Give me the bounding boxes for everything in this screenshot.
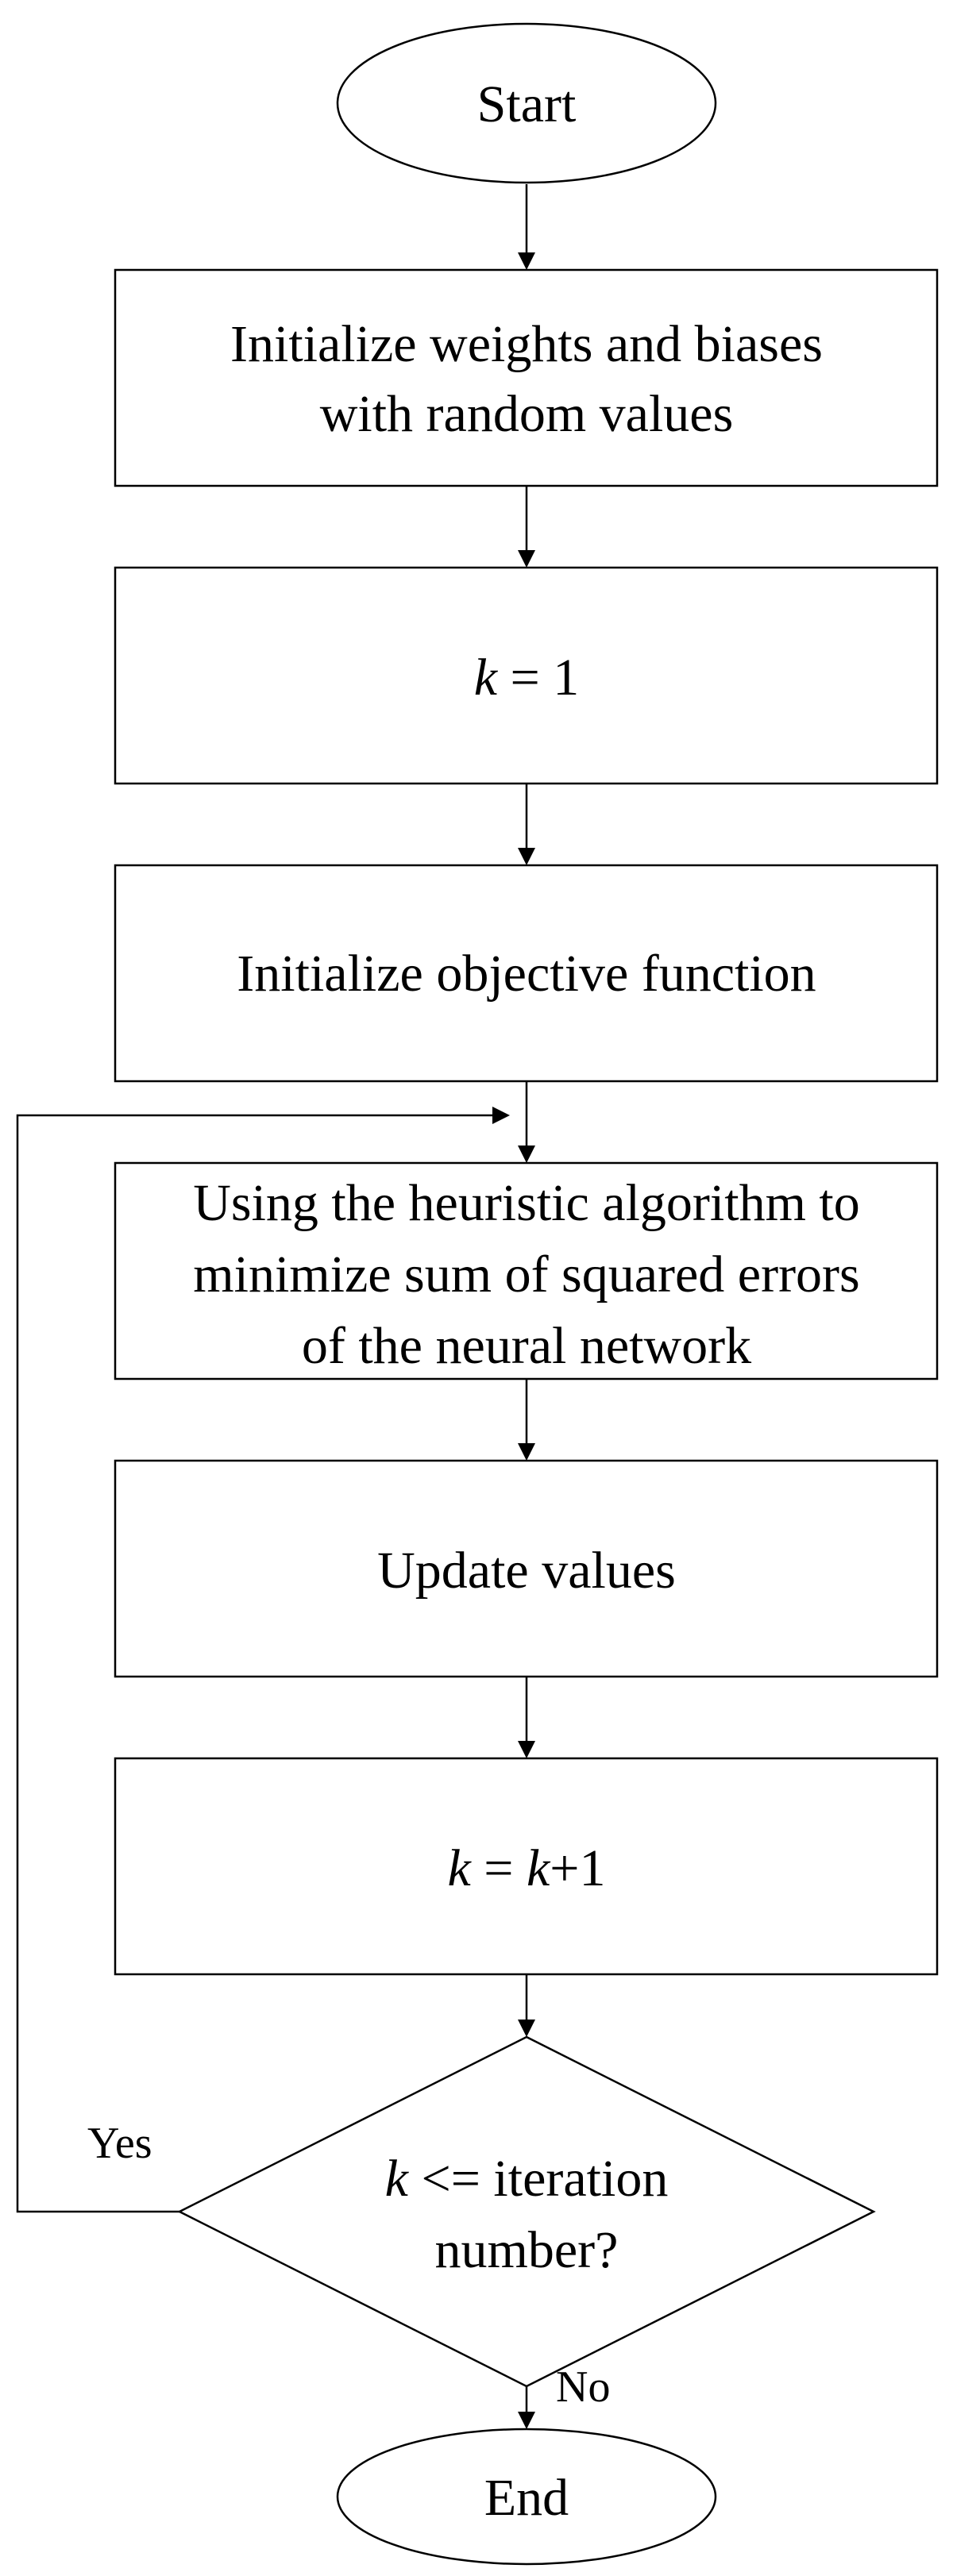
increment-var2: k [527,1839,551,1897]
init-objective-node: Initialize objective function [114,864,939,1083]
arrowhead-init-to-setk [518,550,535,568]
arrowhead-heuristic-to-update [518,1443,535,1461]
set-k-node: k = 1 [114,566,939,785]
end-ellipse [336,2428,717,2566]
arrowhead-objective-to-heuristic [518,1146,535,1163]
heuristic-box [114,1161,939,1380]
decision-node: k <= iteration number? [177,2035,876,2388]
decision-line2: number? [435,2221,619,2279]
set-k-box [114,566,939,785]
arrowhead-start-to-init [518,252,535,270]
increment-label: k = k+1 [447,1839,605,1897]
arrowhead-increment-to-decision [518,2020,535,2037]
init-objective-box [114,864,939,1083]
set-k-var: k [474,649,499,707]
heuristic-line1: Using the heuristic algorithm to [193,1174,860,1232]
update-label: Update values [377,1542,676,1600]
start-label: Start [477,75,577,133]
arrowhead-update-to-increment [518,1741,535,1758]
heuristic-node: Using the heuristic algorithm to minimiz… [114,1161,939,1380]
init-weights-line1: Initialize weights and biases [230,315,823,373]
init-weights-node: Initialize weights and biases with rando… [114,268,939,487]
no-label: No [556,2362,610,2412]
increment-rest: +1 [550,1839,605,1897]
decision-line1: k <= iteration [385,2150,669,2208]
increment-node: k = k+1 [114,1757,939,1976]
end-label: End [484,2469,569,2527]
end-node: End [336,2428,717,2566]
init-weights-box [114,268,939,487]
init-objective-label: Initialize objective function [237,945,816,1003]
yes-label: Yes [87,2119,152,2168]
set-k-label: k = 1 [474,649,580,707]
init-weights-line2: with random values [320,385,734,443]
update-node: Update values [114,1459,939,1678]
decision-line1-rest: <= iteration [408,2150,668,2208]
update-box [114,1459,939,1678]
yes-loop-arrowhead [492,1107,510,1124]
decision-diamond [177,2035,876,2388]
set-k-rest: = 1 [497,649,579,707]
heuristic-line3: of the neural network [302,1317,751,1375]
heuristic-line2: minimize sum of squared errors [193,1246,859,1303]
increment-var1: k [447,1839,472,1897]
arrowhead-decision-to-end [518,2412,535,2429]
yes-loop-line [16,1114,492,2213]
start-node: Start [336,22,717,184]
increment-mid: = [471,1839,527,1897]
arrowhead-setk-to-objective [518,848,535,865]
start-ellipse [336,22,717,184]
decision-var: k [385,2150,410,2208]
